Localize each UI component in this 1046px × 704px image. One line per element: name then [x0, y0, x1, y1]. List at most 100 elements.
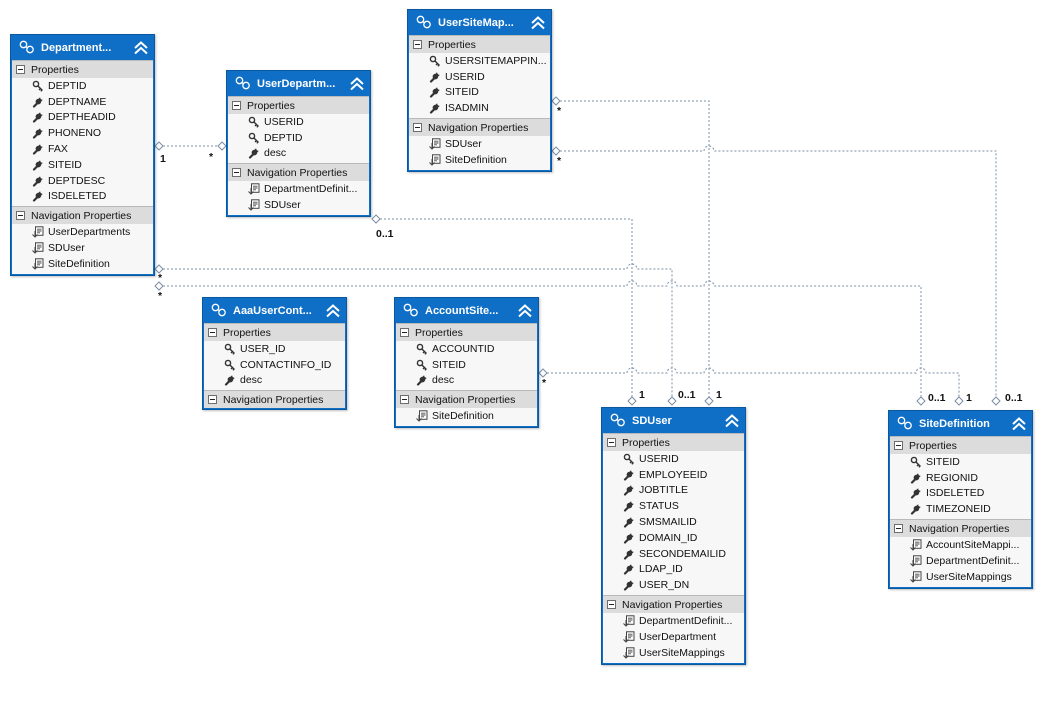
navigation-property-name: UserSiteMappings — [639, 646, 725, 659]
property-row[interactable]: JOBTITLE — [603, 483, 744, 499]
properties-section-header[interactable]: Properties — [890, 436, 1031, 454]
property-row[interactable]: desc — [228, 146, 369, 162]
wrench-icon — [32, 111, 44, 124]
property-row[interactable]: SITEID — [396, 357, 537, 373]
property-row[interactable]: DEPTNAME — [12, 94, 153, 110]
collapse-section-icon[interactable] — [232, 168, 241, 178]
collapse-chevron-icon[interactable] — [1010, 415, 1028, 433]
collapse-chevron-icon[interactable] — [348, 75, 366, 93]
properties-section-header[interactable]: Properties — [396, 323, 537, 341]
collapse-chevron-icon[interactable] — [516, 302, 534, 320]
property-name: DOMAIN_ID — [639, 531, 698, 544]
navigation-property-name: SiteDefinition — [48, 257, 110, 270]
collapse-section-icon[interactable] — [607, 600, 616, 610]
property-row[interactable]: SECONDEMAILID — [603, 546, 744, 562]
property-row[interactable]: DEPTID — [12, 78, 153, 94]
navigation-property-row[interactable]: DepartmentDefinit... — [890, 553, 1031, 569]
property-row[interactable]: DEPTHEADID — [12, 110, 153, 126]
property-row[interactable]: ISADMIN — [409, 100, 550, 116]
collapse-section-icon[interactable] — [607, 438, 616, 447]
property-name: SITEID — [926, 455, 960, 468]
collapse-chevron-icon[interactable] — [132, 39, 150, 57]
navigation-property-row[interactable]: SiteDefinition — [409, 152, 550, 168]
property-row[interactable]: CONTACTINFO_ID — [204, 357, 345, 373]
properties-section-header[interactable]: Properties — [409, 35, 550, 53]
property-row[interactable]: SITEID — [890, 454, 1031, 470]
properties-section-header[interactable]: Properties — [603, 433, 744, 451]
wrench-icon — [623, 579, 635, 591]
property-row[interactable]: USER_DN — [603, 577, 744, 593]
property-row[interactable]: USERID — [409, 69, 550, 85]
collapse-section-icon[interactable] — [208, 395, 217, 405]
property-row[interactable]: DEPTDESC — [12, 173, 153, 189]
navigation-section-header[interactable]: Navigation Properties — [204, 390, 345, 409]
properties-section-header[interactable]: Properties — [12, 60, 153, 78]
property-row[interactable]: STATUS — [603, 498, 744, 514]
collapse-section-icon[interactable] — [413, 40, 422, 49]
navigation-property-row[interactable]: AccountSiteMappi... — [890, 537, 1031, 553]
navigation-property-row[interactable]: UserSiteMappings — [603, 645, 744, 661]
property-name: desc — [432, 374, 455, 387]
collapse-section-icon[interactable] — [208, 328, 217, 337]
property-row[interactable]: SITEID — [409, 85, 550, 101]
navigation-property-row[interactable]: SDUser — [228, 197, 369, 213]
property-row[interactable]: TIMEZONEID — [890, 501, 1031, 517]
properties-section-header[interactable]: Properties — [204, 323, 345, 341]
property-row[interactable]: USERSITEMAPPIN... — [409, 53, 550, 69]
property-row[interactable]: USER_ID — [204, 341, 345, 357]
collapse-section-icon[interactable] — [232, 101, 241, 110]
property-row[interactable]: ISDELETED — [12, 189, 153, 205]
property-row[interactable]: ISDELETED — [890, 486, 1031, 502]
navigation-section-header[interactable]: Navigation Properties — [396, 390, 537, 409]
property-row[interactable]: DOMAIN_ID — [603, 530, 744, 546]
collapse-section-icon[interactable] — [16, 211, 25, 221]
property-row[interactable]: REGIONID — [890, 470, 1031, 486]
property-row[interactable]: ACCOUNTID — [396, 341, 537, 357]
navigation-property-row[interactable]: UserDepartment — [603, 629, 744, 645]
navigation-section-header[interactable]: Navigation Properties — [228, 163, 369, 182]
collapse-section-icon[interactable] — [16, 65, 25, 74]
collapse-section-icon[interactable] — [400, 395, 409, 405]
collapse-section-icon[interactable] — [894, 524, 903, 534]
property-row[interactable]: EMPLOYEEID — [603, 467, 744, 483]
collapse-chevron-icon[interactable] — [324, 302, 342, 320]
property-name: USERSITEMAPPIN... — [445, 54, 547, 67]
property-row[interactable]: USERID — [228, 114, 369, 130]
property-row[interactable]: PHONENO — [12, 125, 153, 141]
collapse-chevron-icon[interactable] — [529, 14, 547, 32]
properties-section-header[interactable]: Properties — [228, 96, 369, 114]
property-row[interactable]: USERID — [603, 451, 744, 467]
navigation-property-row[interactable]: SDUser — [12, 240, 153, 256]
property-row[interactable]: SITEID — [12, 157, 153, 173]
wrench-icon — [910, 487, 922, 500]
navigation-section-header[interactable]: Navigation Properties — [409, 118, 550, 137]
wrench-icon — [429, 102, 441, 114]
navigation-section-header[interactable]: Navigation Properties — [890, 519, 1031, 538]
navigation-property-row[interactable]: SiteDefinition — [12, 256, 153, 272]
navigation-section-header[interactable]: Navigation Properties — [603, 595, 744, 614]
property-row[interactable]: desc — [396, 373, 537, 389]
property-row[interactable]: DEPTID — [228, 130, 369, 146]
collapse-section-icon[interactable] — [400, 328, 409, 337]
navigation-property-row[interactable]: UserSiteMappings — [890, 569, 1031, 585]
collapse-section-icon[interactable] — [894, 441, 903, 450]
property-row[interactable]: desc — [204, 373, 345, 389]
collapse-chevron-icon[interactable] — [723, 412, 741, 430]
navigation-property-row[interactable]: UserDepartments — [12, 224, 153, 240]
navigation-property-row[interactable]: SiteDefinition — [396, 408, 537, 424]
navigation-property-row[interactable]: DepartmentDefinit... — [228, 181, 369, 197]
property-row[interactable]: LDAP_ID — [603, 562, 744, 578]
property-row[interactable]: SMSMAILID — [603, 514, 744, 530]
collapse-section-icon[interactable] — [413, 123, 422, 133]
navigation-property-row[interactable]: SDUser — [409, 136, 550, 152]
navigation-section-header[interactable]: Navigation Properties — [12, 206, 153, 225]
navigation-property-row[interactable]: DepartmentDefinit... — [603, 613, 744, 629]
property-row[interactable]: FAX — [12, 141, 153, 157]
